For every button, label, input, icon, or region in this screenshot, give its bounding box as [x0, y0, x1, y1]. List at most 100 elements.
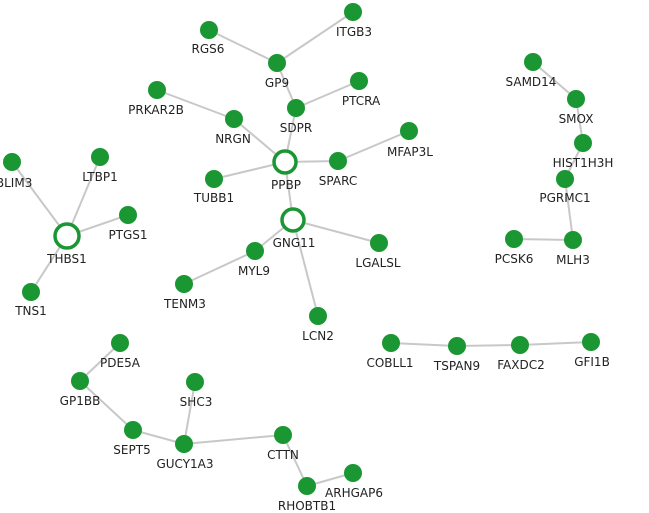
node-label-pcsk6: PCSK6: [495, 252, 534, 266]
edge-cttn-rhobtb1: [282, 434, 308, 487]
node-tubb1[interactable]: [205, 170, 223, 188]
node-label-ptgs1: PTGS1: [108, 228, 147, 242]
node-label-sparc: SPARC: [319, 174, 357, 188]
node-label-tubb1: TUBB1: [193, 191, 234, 205]
node-label-arhgap6: ARHGAP6: [325, 486, 383, 500]
node-ablim3[interactable]: [3, 153, 21, 171]
edge-faxdc2-gfi1b: [519, 341, 592, 346]
edge-gucy1a3-cttn: [183, 434, 284, 445]
node-label-rhobtb1: RHOBTB1: [278, 499, 336, 513]
node-label-sept5: SEPT5: [113, 443, 150, 457]
node-label-ptcra: PTCRA: [342, 94, 381, 108]
node-rhobtb1[interactable]: [298, 477, 316, 495]
node-label-tns1: TNS1: [14, 304, 47, 318]
node-ltbp1[interactable]: [91, 148, 109, 166]
node-label-faxdc2: FAXDC2: [497, 358, 544, 372]
node-cobll1[interactable]: [382, 334, 400, 352]
node-rgs6[interactable]: [200, 21, 218, 39]
node-label-myl9: MYL9: [238, 264, 270, 278]
node-myl9[interactable]: [246, 242, 264, 260]
edge-ltbp1-thbs1: [66, 156, 101, 237]
node-sept5[interactable]: [124, 421, 142, 439]
node-label-mlh3: MLH3: [556, 253, 590, 267]
node-label-samd14: SAMD14: [506, 75, 557, 89]
node-label-prkar2b: PRKAR2B: [128, 103, 184, 117]
node-arhgap6[interactable]: [344, 464, 362, 482]
node-gfi1b[interactable]: [582, 333, 600, 351]
edge-pcsk6-mlh3: [513, 238, 574, 241]
node-tenm3[interactable]: [175, 275, 193, 293]
node-lcn2[interactable]: [309, 307, 327, 325]
node-ptcra[interactable]: [350, 72, 368, 90]
node-label-smox: SMOX: [559, 112, 594, 126]
edge-tspan9-faxdc2: [456, 344, 521, 347]
node-label-ppbp: PPBP: [271, 178, 301, 192]
edge-shc3-gucy1a3: [183, 381, 196, 445]
node-prkar2b[interactable]: [148, 81, 166, 99]
node-faxdc2[interactable]: [511, 336, 529, 354]
node-label-gp1bb: GP1BB: [60, 394, 101, 408]
node-label-pgrmc1: PGRMC1: [539, 191, 590, 205]
node-lgalsl[interactable]: [370, 234, 388, 252]
edge-ptcra-sdpr: [295, 80, 360, 109]
edge-itgb3-gp9: [276, 11, 354, 64]
edge-prkar2b-nrgn: [156, 89, 235, 120]
node-label-nrgn: NRGN: [215, 132, 251, 146]
node-tns1[interactable]: [22, 283, 40, 301]
node-label-tenm3: TENM3: [163, 297, 206, 311]
node-mfap3l[interactable]: [400, 122, 418, 140]
node-label-hist1h3h: HIST1H3H: [553, 156, 614, 170]
node-smox[interactable]: [567, 90, 585, 108]
node-label-pde5a: PDE5A: [100, 356, 141, 370]
hub-node-thbs1[interactable]: [53, 222, 81, 250]
node-label-ltbp1: LTBP1: [82, 170, 117, 184]
node-mlh3[interactable]: [564, 231, 582, 249]
edge-sparc-mfap3l: [337, 130, 410, 162]
node-hist1h3h[interactable]: [574, 134, 592, 152]
node-label-mfap3l: MFAP3L: [387, 145, 433, 159]
node-ptgs1[interactable]: [119, 206, 137, 224]
edge-pgrmc1-mlh3: [564, 178, 574, 241]
node-gp9[interactable]: [268, 54, 286, 72]
edges-layer: [11, 11, 592, 487]
node-label-itgb3: ITGB3: [336, 25, 372, 39]
node-pgrmc1[interactable]: [556, 170, 574, 188]
labels-layer: ITGB3RGS6GP9PTCRASDPRPRKAR2BNRGNMFAP3LPP…: [0, 25, 613, 513]
edge-myl9-tenm3: [183, 250, 256, 285]
node-sdpr[interactable]: [287, 99, 305, 117]
edge-gng11-lcn2: [292, 219, 319, 317]
node-shc3[interactable]: [186, 373, 204, 391]
edge-pde5a-gp1bb: [79, 342, 121, 382]
hub-node-gng11[interactable]: [280, 207, 306, 233]
node-label-cobll1: COBLL1: [366, 356, 413, 370]
node-nrgn[interactable]: [225, 110, 243, 128]
node-label-shc3: SHC3: [180, 395, 213, 409]
node-label-rgs6: RGS6: [192, 42, 225, 56]
node-samd14[interactable]: [524, 53, 542, 71]
node-gucy1a3[interactable]: [175, 435, 193, 453]
node-pcsk6[interactable]: [505, 230, 523, 248]
node-gp1bb[interactable]: [71, 372, 89, 390]
nodes-layer: [3, 3, 600, 495]
edge-rgs6-gp9: [208, 29, 278, 64]
node-label-tspan9: TSPAN9: [433, 359, 480, 373]
node-label-sdpr: SDPR: [280, 121, 312, 135]
node-itgb3[interactable]: [344, 3, 362, 21]
node-cttn[interactable]: [274, 426, 292, 444]
node-tspan9[interactable]: [448, 337, 466, 355]
edge-samd14-smox: [532, 61, 577, 100]
edge-gp1bb-sept5: [79, 380, 134, 431]
node-label-ablim3: ABLIM3: [0, 176, 32, 190]
edge-cobll1-tspan9: [390, 342, 458, 347]
node-label-gng11: GNG11: [273, 236, 316, 250]
node-pde5a[interactable]: [111, 334, 129, 352]
node-label-thbs1: THBS1: [46, 252, 87, 266]
hub-node-ppbp[interactable]: [272, 149, 298, 175]
node-label-lgalsl: LGALSL: [355, 256, 400, 270]
node-label-cttn: CTTN: [267, 448, 299, 462]
node-label-lcn2: LCN2: [302, 329, 334, 343]
node-sparc[interactable]: [329, 152, 347, 170]
node-label-gucy1a3: GUCY1A3: [156, 457, 213, 471]
edge-gng11-lgalsl: [292, 219, 380, 244]
